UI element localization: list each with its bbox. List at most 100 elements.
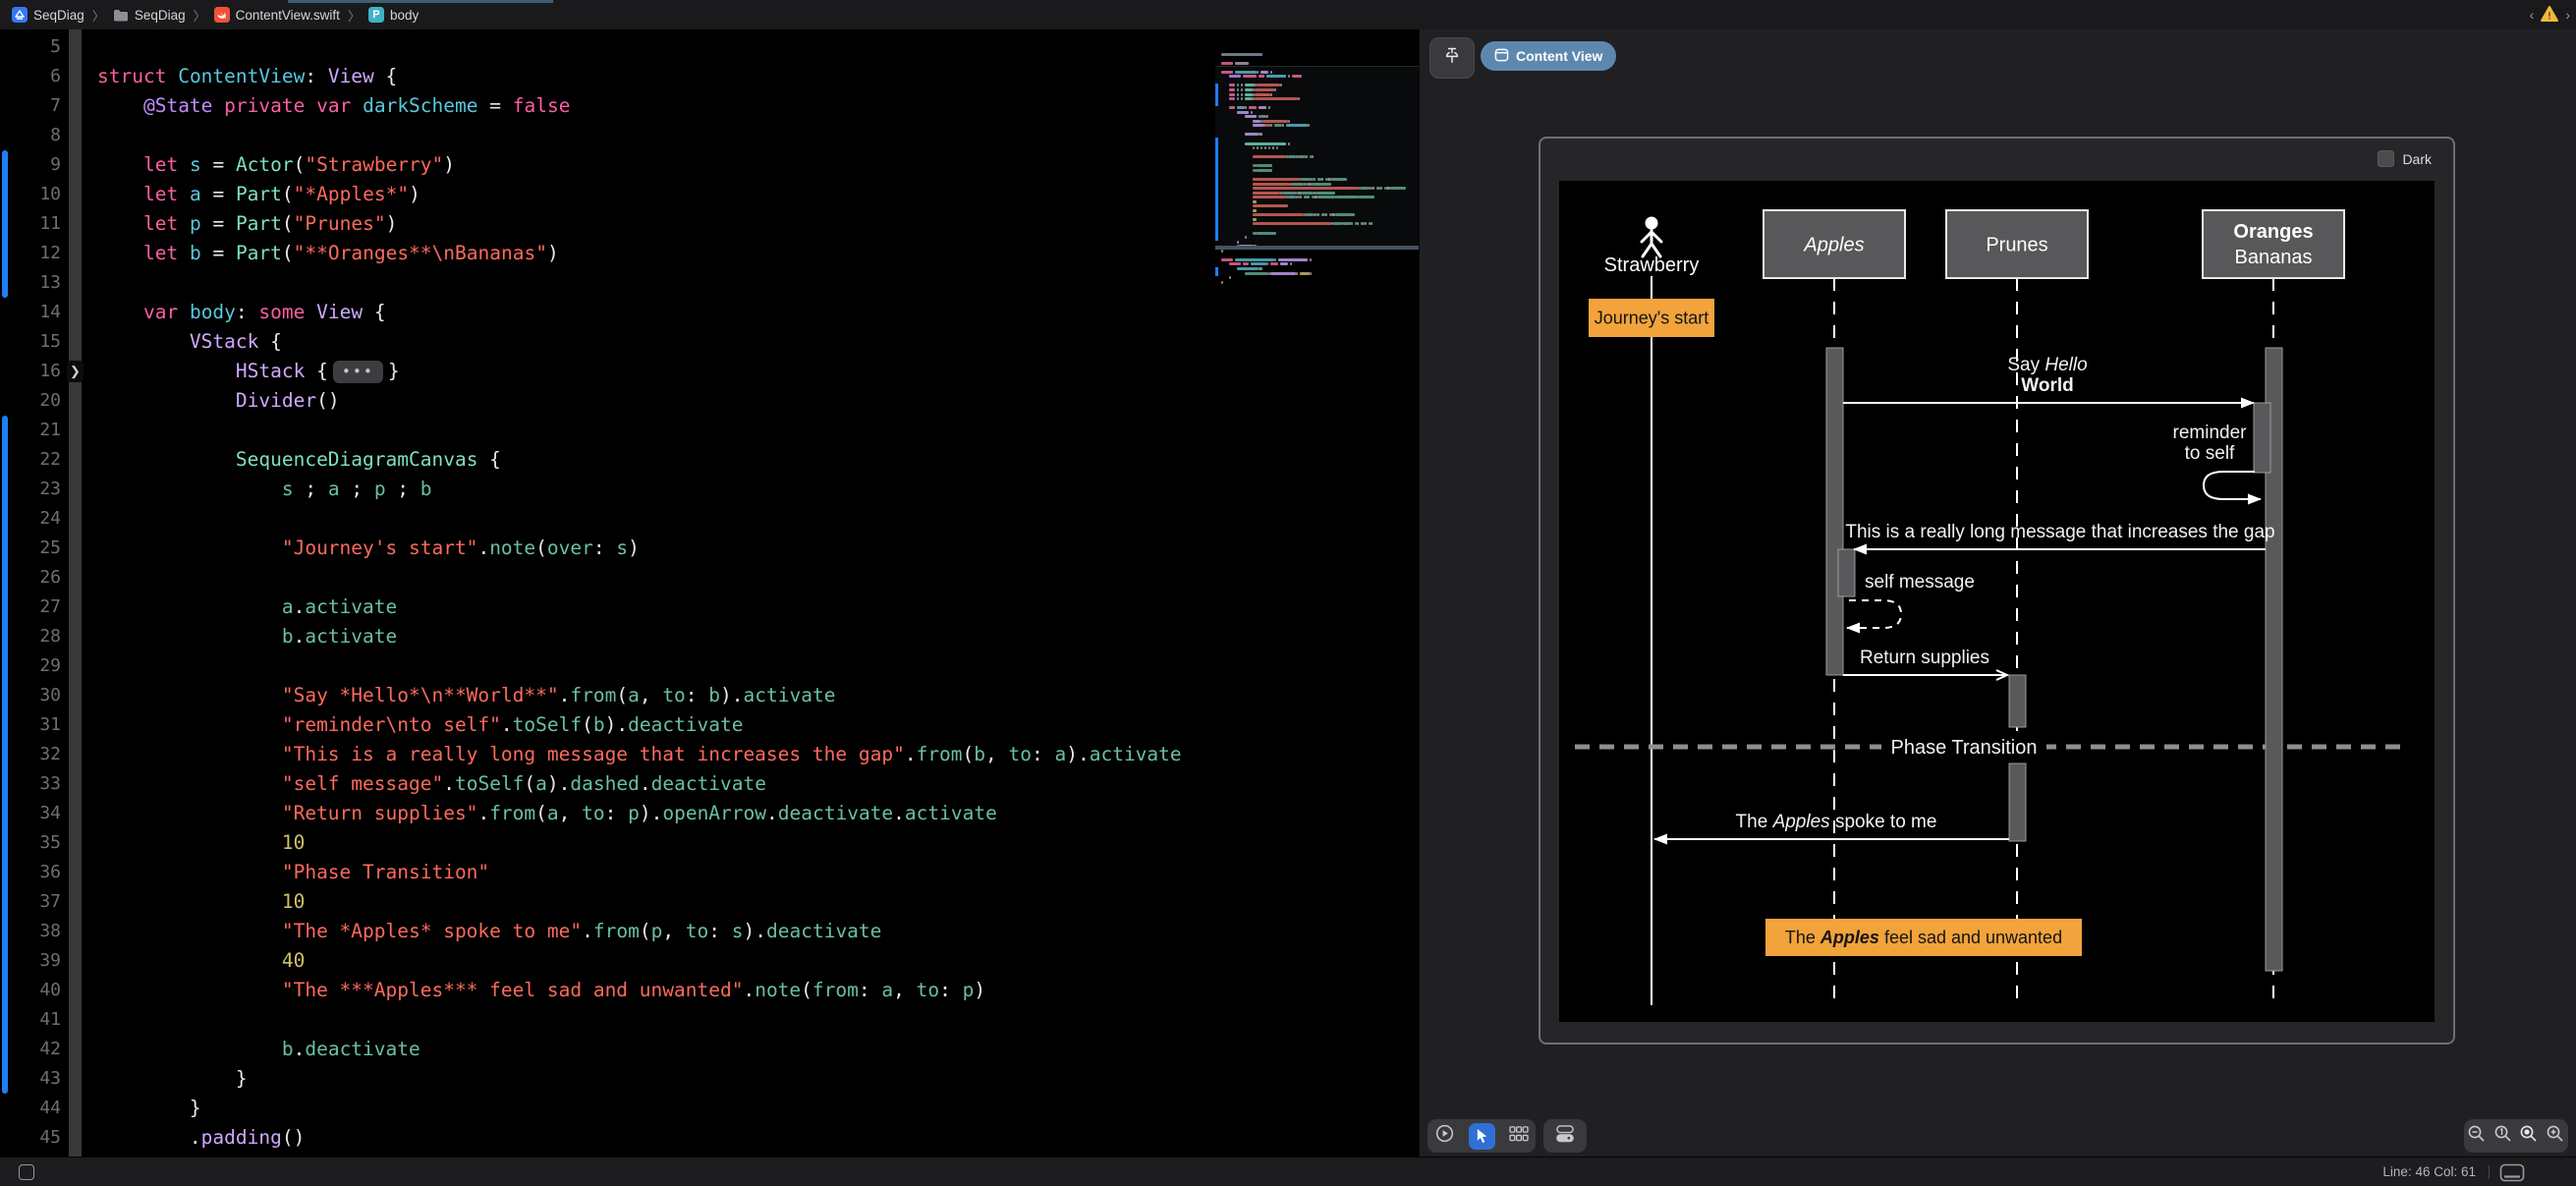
line-number[interactable]: 27 bbox=[0, 593, 61, 622]
line-number[interactable]: 44 bbox=[0, 1094, 61, 1123]
device-settings-button[interactable] bbox=[1555, 1124, 1575, 1148]
next-issue-button[interactable]: › bbox=[2565, 7, 2570, 23]
code-text[interactable]: "Say *Hello*\n**World**".from(a, to: b).… bbox=[97, 681, 835, 710]
code-text[interactable]: 40 bbox=[97, 946, 305, 976]
code-text[interactable]: HStack {•••} bbox=[97, 357, 400, 386]
code-line-36[interactable]: 36 "Phase Transition" bbox=[0, 858, 1419, 887]
selectable-preview-button[interactable] bbox=[1469, 1123, 1495, 1150]
code-text[interactable]: "self message".toSelf(a).dashed.deactiva… bbox=[97, 769, 766, 799]
line-number[interactable]: 45 bbox=[0, 1123, 61, 1153]
code-text[interactable]: } bbox=[97, 1094, 201, 1123]
code-text[interactable]: "Journey's start".note(over: s) bbox=[97, 534, 640, 563]
code-line-43[interactable]: 43 } bbox=[0, 1064, 1419, 1094]
code-line-44[interactable]: 44 } bbox=[0, 1094, 1419, 1123]
code-line-11[interactable]: 11 let p = Part("Prunes") bbox=[0, 209, 1419, 239]
code-line-5[interactable]: 5 bbox=[0, 32, 1419, 62]
code-text[interactable]: .padding() bbox=[97, 1123, 305, 1153]
line-number[interactable]: 5 bbox=[0, 32, 61, 62]
code-text[interactable]: b.activate bbox=[97, 622, 397, 651]
breadcrumb-item-seqdiag[interactable]: SeqDiag bbox=[12, 7, 84, 23]
code-line-24[interactable]: 24 bbox=[0, 504, 1419, 534]
code-text[interactable]: "Return supplies".from(a, to: p).openArr… bbox=[97, 799, 997, 828]
dark-checkbox[interactable] bbox=[2378, 150, 2394, 167]
previous-issue-button[interactable]: ‹ bbox=[2530, 7, 2535, 23]
code-line-15[interactable]: 15 VStack { bbox=[0, 327, 1419, 357]
code-text[interactable]: Divider() bbox=[97, 386, 340, 416]
line-number[interactable]: 43 bbox=[0, 1064, 61, 1094]
code-line-14[interactable]: 14 var body: some View { bbox=[0, 298, 1419, 327]
code-line-28[interactable]: 28 b.activate bbox=[0, 622, 1419, 651]
line-number[interactable]: 36 bbox=[0, 858, 61, 887]
zoom-in-icon[interactable] bbox=[2546, 1124, 2565, 1149]
code-line-21[interactable]: 21 bbox=[0, 416, 1419, 445]
preview-tab-content-view[interactable]: Content View bbox=[1481, 41, 1616, 71]
code-line-6[interactable]: 6 struct ContentView: View { bbox=[0, 62, 1419, 91]
code-text[interactable]: 10 bbox=[97, 828, 305, 858]
code-text[interactable]: } bbox=[97, 1064, 248, 1094]
editor-only-layout-icon[interactable] bbox=[2499, 1163, 2525, 1186]
code-line-40[interactable]: 40 "The ***Apples*** feel sad and unwant… bbox=[0, 976, 1419, 1005]
zoom-100-icon[interactable] bbox=[2493, 1124, 2513, 1149]
breadcrumb-item-contentview-swift[interactable]: ContentView.swift bbox=[214, 7, 340, 23]
code-text[interactable]: SequenceDiagramCanvas { bbox=[97, 445, 501, 475]
code-line-45[interactable]: 45 .padding() bbox=[0, 1123, 1419, 1153]
code-line-20[interactable]: 20 Divider() bbox=[0, 386, 1419, 416]
line-number[interactable]: 6 bbox=[0, 62, 61, 91]
code-line-10[interactable]: 10 let a = Part("*Apples*") bbox=[0, 180, 1419, 209]
code-text[interactable]: a.activate bbox=[97, 593, 397, 622]
warning-icon[interactable] bbox=[2541, 6, 2558, 25]
line-number[interactable]: 41 bbox=[0, 1005, 61, 1035]
code-line-38[interactable]: 38 "The *Apples* spoke to me".from(p, to… bbox=[0, 917, 1419, 946]
code-line-33[interactable]: 33 "self message".toSelf(a).dashed.deact… bbox=[0, 769, 1419, 799]
code-line-37[interactable]: 37 10 bbox=[0, 887, 1419, 917]
line-number[interactable]: 14 bbox=[0, 298, 61, 327]
zoom-out-icon[interactable] bbox=[2467, 1124, 2487, 1149]
code-line-39[interactable]: 39 40 bbox=[0, 946, 1419, 976]
line-number[interactable]: 16 bbox=[0, 357, 61, 386]
line-number[interactable]: 28 bbox=[0, 622, 61, 651]
line-number[interactable]: 25 bbox=[0, 534, 61, 563]
code-text[interactable]: 10 bbox=[97, 887, 305, 917]
code-text[interactable]: let b = Part("**Oranges**\nBananas") bbox=[97, 239, 559, 268]
minimap-viewport[interactable] bbox=[1215, 66, 1419, 250]
code-line-16[interactable]: 16 HStack {•••} bbox=[0, 357, 1419, 386]
code-text[interactable]: "The *Apples* spoke to me".from(p, to: s… bbox=[97, 917, 881, 946]
code-line-13[interactable]: 13 bbox=[0, 268, 1419, 298]
line-number[interactable]: 20 bbox=[0, 386, 61, 416]
code-text[interactable]: struct ContentView: View { bbox=[97, 62, 397, 91]
line-number[interactable]: 39 bbox=[0, 946, 61, 976]
code-text[interactable]: let s = Actor("Strawberry") bbox=[97, 150, 455, 180]
breadcrumb-item-seqdiag[interactable]: SeqDiag bbox=[113, 7, 186, 23]
code-line-22[interactable]: 22 SequenceDiagramCanvas { bbox=[0, 445, 1419, 475]
line-number[interactable]: 13 bbox=[0, 268, 61, 298]
code-line-32[interactable]: 32 "This is a really long message that i… bbox=[0, 740, 1419, 769]
variants-grid-button[interactable] bbox=[1509, 1125, 1529, 1148]
live-preview-button[interactable] bbox=[1434, 1123, 1455, 1149]
line-number[interactable]: 15 bbox=[0, 327, 61, 357]
code-text[interactable]: let a = Part("*Apples*") bbox=[97, 180, 420, 209]
code-line-23[interactable]: 23 s ; a ; p ; b bbox=[0, 475, 1419, 504]
code-text[interactable]: "Phase Transition" bbox=[97, 858, 489, 887]
line-number[interactable]: 11 bbox=[0, 209, 61, 239]
code-text[interactable]: s ; a ; p ; b bbox=[97, 475, 432, 504]
code-line-27[interactable]: 27 a.activate bbox=[0, 593, 1419, 622]
line-number[interactable]: 23 bbox=[0, 475, 61, 504]
code-line-26[interactable]: 26 bbox=[0, 563, 1419, 593]
line-number[interactable]: 10 bbox=[0, 180, 61, 209]
line-number[interactable]: 12 bbox=[0, 239, 61, 268]
line-number[interactable]: 8 bbox=[0, 121, 61, 150]
code-line-42[interactable]: 42 b.deactivate bbox=[0, 1035, 1419, 1064]
code-text[interactable]: b.deactivate bbox=[97, 1035, 420, 1064]
line-number[interactable]: 22 bbox=[0, 445, 61, 475]
line-number[interactable]: 33 bbox=[0, 769, 61, 799]
code-line-34[interactable]: 34 "Return supplies".from(a, to: p).open… bbox=[0, 799, 1419, 828]
pin-preview-button[interactable] bbox=[1429, 37, 1475, 79]
code-editor[interactable]: 56struct ContentView: View {7 @State pri… bbox=[0, 29, 1419, 1157]
code-text[interactable]: VStack { bbox=[97, 327, 282, 357]
line-number[interactable]: 37 bbox=[0, 887, 61, 917]
line-number[interactable]: 31 bbox=[0, 710, 61, 740]
line-number[interactable]: 35 bbox=[0, 828, 61, 858]
code-text[interactable]: @State private var darkScheme = false bbox=[97, 91, 570, 121]
code-text[interactable]: "reminder\nto self".toSelf(b).deactivate bbox=[97, 710, 744, 740]
line-number[interactable]: 32 bbox=[0, 740, 61, 769]
